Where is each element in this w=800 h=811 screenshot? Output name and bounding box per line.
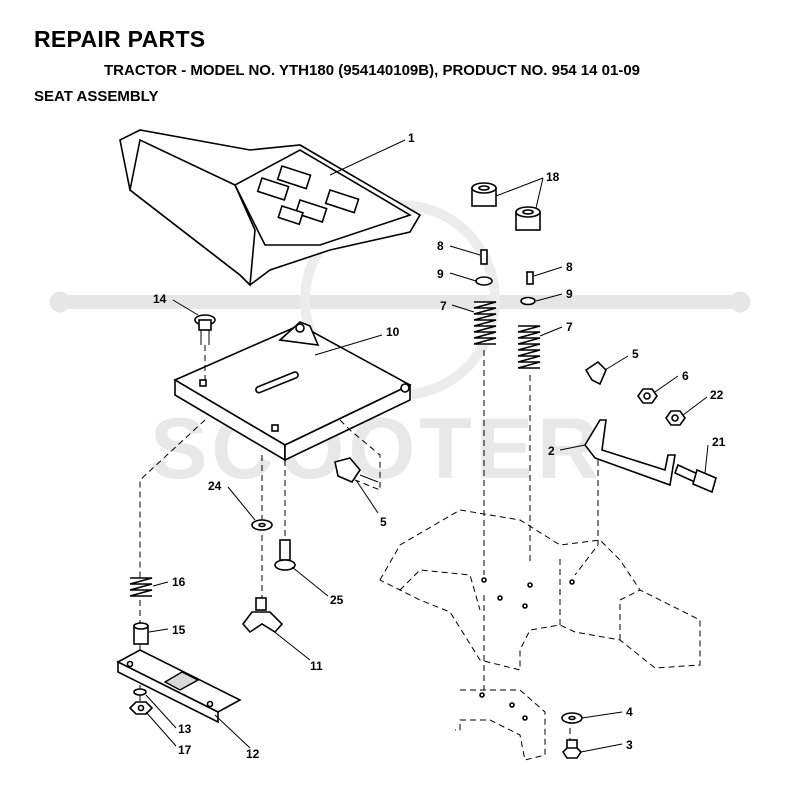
screw-left (480, 249, 488, 265)
spring-7-left (473, 301, 497, 345)
callout-12: 12 (246, 747, 260, 761)
callout-15: 15 (172, 623, 186, 637)
section-title: SEAT ASSEMBLY (34, 88, 159, 105)
callout-7-right: 7 (566, 320, 573, 334)
shoulder-bolt-21 (673, 463, 717, 494)
slide-plate (116, 649, 242, 724)
callout-11: 11 (310, 659, 323, 673)
callout-8-left: 8 (437, 239, 444, 253)
callout-labels: 1 2 3 4 5 5 6 7 7 8 8 9 9 10 11 12 13 14… (153, 131, 726, 761)
callout-21: 21 (712, 435, 726, 449)
washer-9-left (475, 276, 493, 286)
lock-washer-13 (133, 688, 147, 696)
seat-clip-left (334, 457, 379, 483)
callout-8-right: 8 (566, 260, 573, 274)
hex-bolt-3 (561, 739, 583, 759)
callout-7-left: 7 (440, 299, 447, 313)
callout-16: 16 (172, 575, 186, 589)
carriage-bolt (194, 314, 216, 345)
callout-18: 18 (546, 170, 560, 184)
seat (119, 129, 422, 287)
spring-16 (129, 577, 153, 597)
callout-9-right: 9 (566, 287, 573, 301)
bumper-left (471, 182, 497, 207)
adjustment-knob (241, 597, 284, 634)
spring-7-right (517, 325, 541, 369)
callout-24: 24 (208, 479, 222, 493)
callout-13: 13 (178, 722, 192, 736)
callout-10: 10 (386, 325, 400, 339)
callout-3: 3 (626, 738, 633, 752)
shoulder-bolt (274, 539, 296, 571)
callout-25: 25 (330, 593, 344, 607)
washer-9-right (520, 296, 536, 306)
washer-4 (561, 712, 583, 724)
washer-24 (251, 519, 273, 531)
leader-lines (145, 139, 709, 753)
callout-6: 6 (682, 369, 689, 383)
watermark: SCOOTER (49, 200, 751, 497)
callout-22: 22 (710, 388, 724, 402)
callout-4: 4 (626, 705, 633, 719)
callout-5-left: 5 (380, 515, 387, 529)
hex-nut-6 (637, 388, 658, 404)
callout-1: 1 (408, 131, 415, 145)
bumper-right (515, 206, 541, 231)
page-title: REPAIR PARTS (34, 26, 206, 52)
callout-17: 17 (178, 743, 192, 757)
seat-clip-right (584, 360, 607, 386)
callout-2: 2 (548, 444, 555, 458)
seat-pan (173, 321, 412, 462)
hex-nut-22 (665, 410, 686, 426)
callout-9-left: 9 (437, 267, 444, 281)
model-subtitle: TRACTOR - MODEL NO. YTH180 (954140109B),… (104, 62, 641, 79)
hex-nut-17 (128, 701, 154, 715)
seat-bracket (584, 419, 676, 487)
callout-5-right: 5 (632, 347, 639, 361)
tractor-frame (379, 509, 701, 761)
callout-14: 14 (153, 292, 167, 306)
spacer-15 (133, 622, 149, 645)
screw-right (526, 271, 534, 285)
